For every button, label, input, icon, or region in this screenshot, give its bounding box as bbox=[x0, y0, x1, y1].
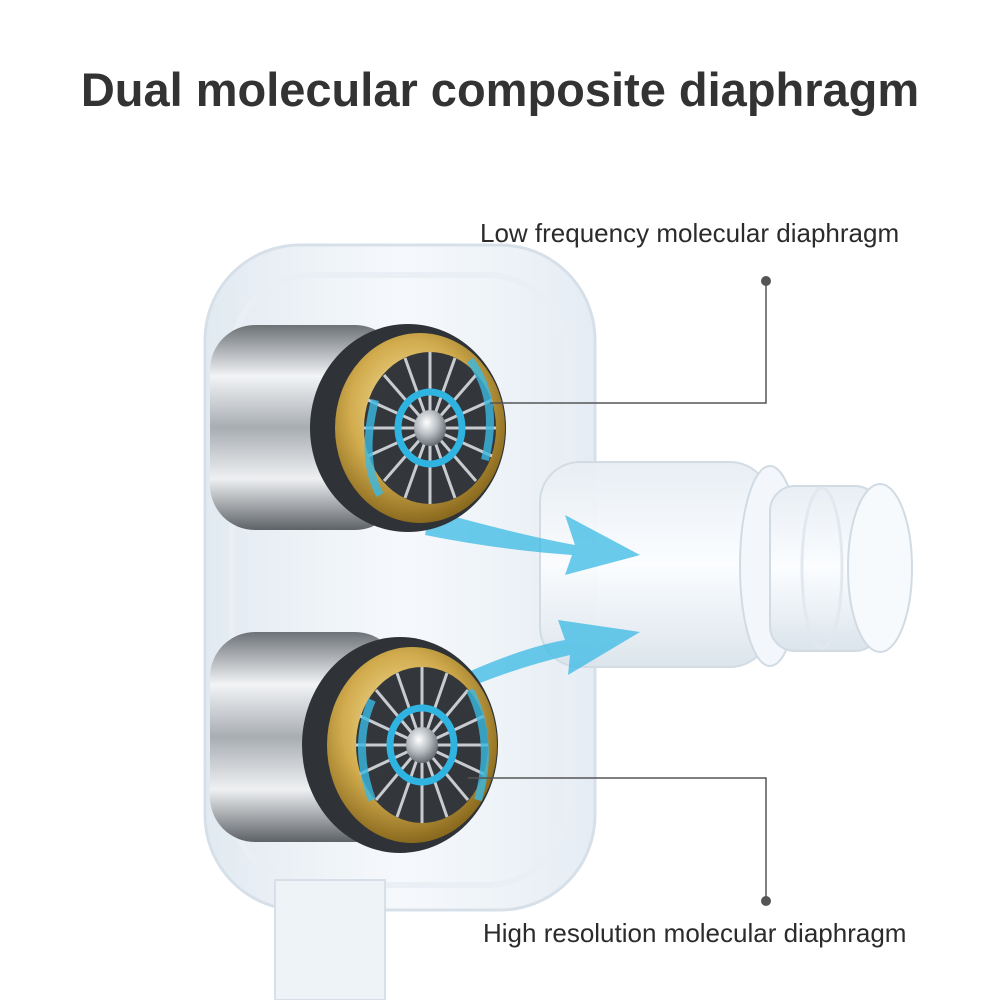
page-title: Dual molecular composite diaphragm bbox=[80, 63, 920, 116]
upper-arrow bbox=[425, 510, 640, 575]
callout-leader-low bbox=[490, 276, 771, 404]
callout-dot-high bbox=[761, 896, 771, 906]
callout-leader-high bbox=[468, 777, 771, 906]
callout-dot-low bbox=[761, 276, 771, 286]
callout-label-low: Low frequency molecular diaphragm bbox=[480, 218, 900, 248]
sound-nozzle bbox=[539, 461, 913, 668]
lower-arrow bbox=[430, 620, 640, 700]
low-frequency-driver bbox=[210, 324, 506, 532]
sound-wave-arrows bbox=[425, 510, 640, 700]
callout-label-high: High resolution molecular diaphragm bbox=[483, 918, 907, 948]
high-resolution-driver bbox=[210, 632, 498, 853]
